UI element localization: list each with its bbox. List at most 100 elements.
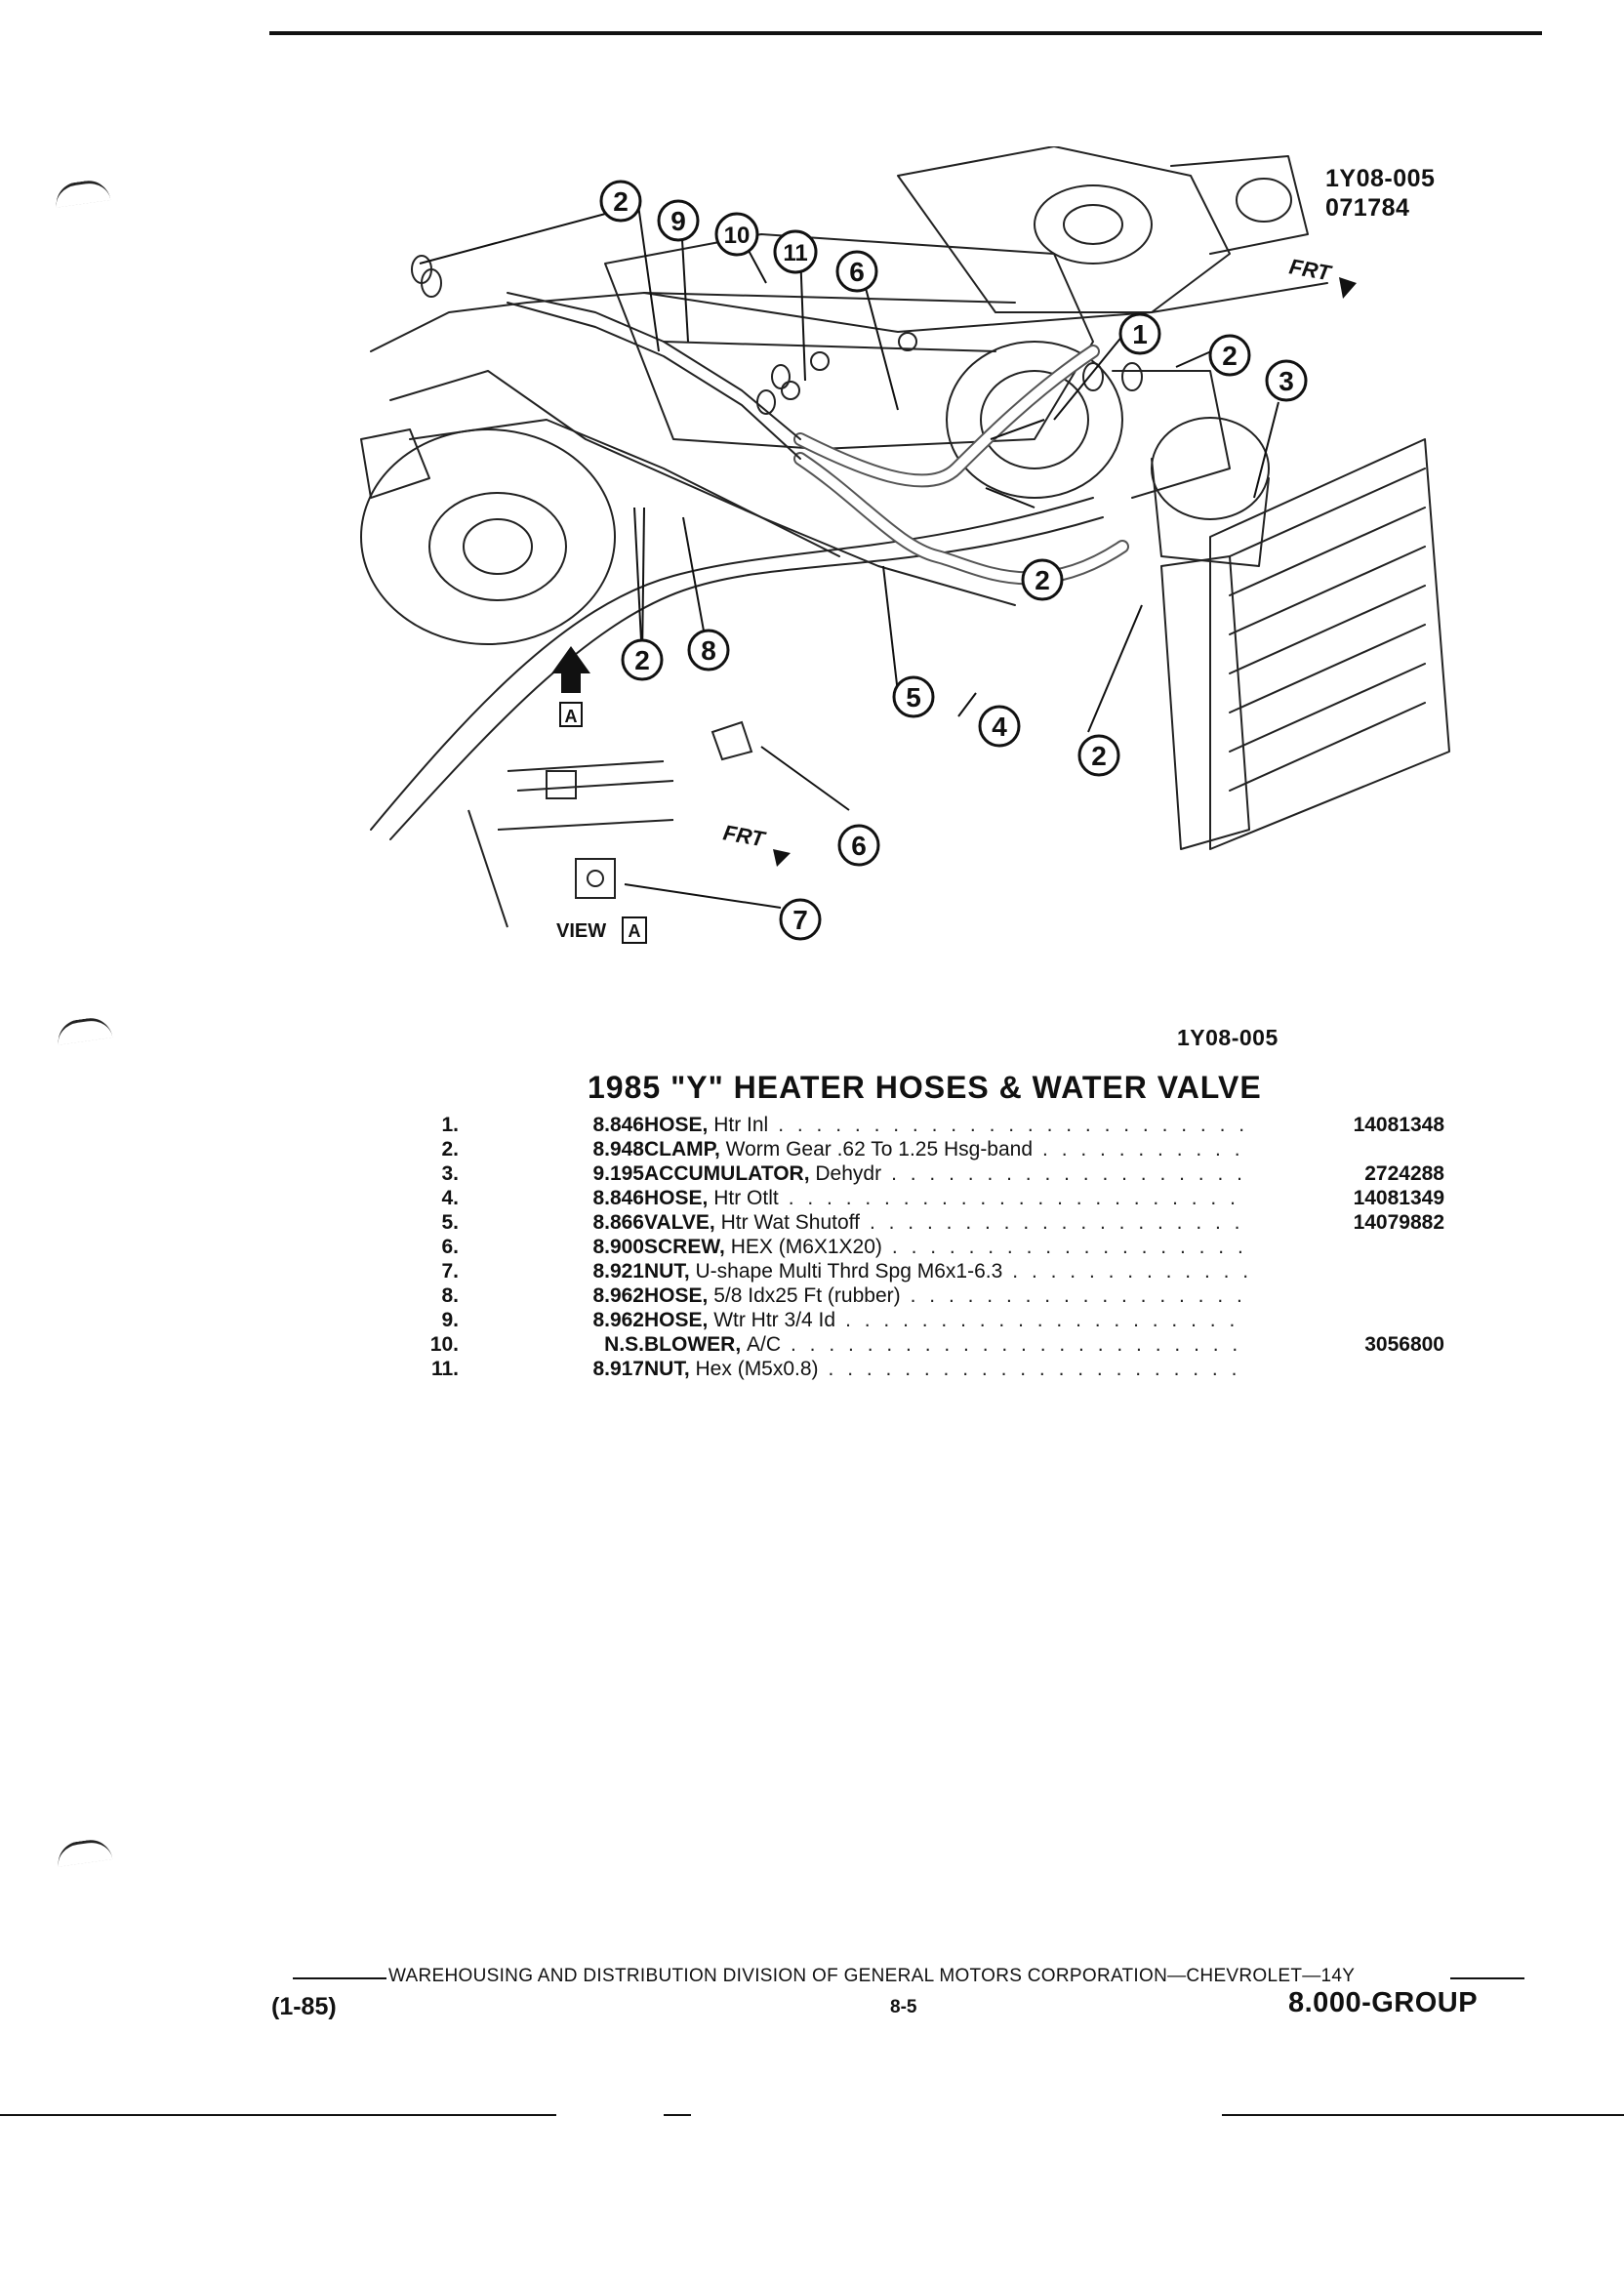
firewall-outline <box>370 282 1328 352</box>
punch-mark <box>55 1837 113 1867</box>
part-catalog-number: 2724288 <box>1364 1162 1444 1185</box>
part-detail: 5/8 Idx25 Ft (rubber) <box>713 1284 901 1307</box>
hose-clamp <box>1082 362 1104 391</box>
callout-2: 2 <box>1208 334 1251 377</box>
part-description: BLOWER, A/C . . . . . . . . . . . . . . .… <box>644 1332 1308 1357</box>
part-name: NUT, <box>644 1260 690 1282</box>
leader-dots: . . . . . . . . . . . . . . . . . . . . … <box>1012 1260 1249 1282</box>
part-code: 8.921 <box>592 1260 644 1282</box>
callout-5: 5 <box>892 675 935 718</box>
hose-clamp <box>1121 362 1143 391</box>
part-code: 8.962 <box>592 1284 644 1307</box>
hose-clamp <box>756 389 776 415</box>
front-arrow-icon <box>773 849 791 867</box>
part-detail: HEX (M6X1X20) <box>730 1236 882 1258</box>
blower-motor <box>360 428 616 645</box>
top-rule <box>269 31 1542 35</box>
svg-text:2: 2 <box>1091 741 1107 771</box>
part-description: NUT, U-shape Multi Thrd Spg M6x1-6.3. . … <box>644 1259 1308 1283</box>
inset-screw <box>710 720 753 761</box>
radiator <box>1209 438 1450 850</box>
part-code: N.S. <box>604 1333 644 1356</box>
part-number: 4. <box>441 1187 459 1209</box>
figure-caption-id: 1Y08-005 <box>1177 1025 1279 1050</box>
intake-manifold <box>897 146 1231 313</box>
callout-9: 9 <box>657 199 700 242</box>
part-number: 8. <box>441 1284 459 1307</box>
callout-6: 6 <box>835 250 878 293</box>
part-description: HOSE, Htr Otlt. . . . . . . . . . . . . … <box>644 1186 1308 1210</box>
callout-2: 2 <box>599 180 642 223</box>
part-detail: Dehydr <box>815 1162 882 1185</box>
figure-id: 1Y08-005 <box>1325 165 1436 192</box>
svg-text:1: 1 <box>1132 319 1148 349</box>
part-description: CLAMP, Worm Gear .62 To 1.25 Hsg-band. .… <box>644 1137 1308 1161</box>
page-number: 8-5 <box>890 1997 917 2017</box>
leader-dots: . . . . . . . . . . . . . . . . . . . . … <box>788 1187 1249 1209</box>
part-name: HOSE, <box>644 1309 709 1331</box>
part-catalog-number <box>1308 1137 1444 1161</box>
part-number: 5. <box>441 1211 459 1234</box>
part-name: BLOWER, <box>644 1333 742 1356</box>
part-number: 11. <box>430 1358 459 1380</box>
leader-dots: . . . . . . . . . . . . . . . . . . . . … <box>791 1333 1249 1356</box>
bottom-rule-left <box>0 2114 556 2116</box>
part-description: HOSE, Wtr Htr 3/4 Id. . . . . . . . . . … <box>644 1308 1308 1332</box>
part-catalog-number: 14081349 <box>1353 1187 1444 1209</box>
leader-dots: . . . . . . . . . . . . . . . . . . . . … <box>1042 1138 1249 1160</box>
svg-text:11: 11 <box>783 240 807 266</box>
part-catalog-number: 3056800 <box>1364 1333 1444 1356</box>
bottom-rule-right <box>1222 2114 1624 2116</box>
inset-u-nut <box>575 858 616 899</box>
leader-dots: . . . . . . . . . . . . . . . . . . . . … <box>778 1114 1249 1136</box>
svg-text:A: A <box>565 707 578 726</box>
part-name: CLAMP, <box>644 1138 720 1160</box>
firewall-lower <box>389 370 1016 606</box>
callout-3: 3 <box>1265 359 1308 402</box>
part-name: ACCUMULATOR, <box>644 1162 810 1185</box>
figure-date: 071784 <box>1325 194 1410 222</box>
parts-row: 10.N.S.BLOWER, A/C. . . . . . . . . . . … <box>381 1332 1444 1357</box>
part-number: 2. <box>441 1138 459 1160</box>
leader-dots: . . . . . . . . . . . . . . . . . . . . … <box>845 1309 1249 1331</box>
part-description: VALVE, Htr Wat Shutoff. . . . . . . . . … <box>644 1210 1308 1235</box>
svg-text:2: 2 <box>613 186 629 217</box>
bolt <box>781 381 800 400</box>
page-title: 1985 "Y" HEATER HOSES & WATER VALVE <box>588 1070 1262 1105</box>
front-direction-label-inset: FRT <box>721 820 768 851</box>
part-code: 8.866 <box>592 1211 644 1234</box>
callout-1: 1 <box>1118 312 1161 355</box>
callout-8: 8 <box>687 629 730 672</box>
callout-2: 2 <box>1077 734 1120 777</box>
bottom-rule-mid <box>664 2114 691 2116</box>
part-name: HOSE, <box>644 1114 709 1136</box>
callout-2: 2 <box>621 638 664 681</box>
front-direction-label-top: FRT <box>1287 254 1334 285</box>
figure-id-block: 1Y08-005 071784 <box>1325 164 1435 223</box>
part-description: ACCUMULATOR, Dehydr. . . . . . . . . . .… <box>644 1161 1308 1186</box>
part-catalog-number <box>1308 1308 1444 1332</box>
part-detail: Htr Wat Shutoff <box>720 1211 860 1234</box>
part-code: 8.948 <box>592 1138 644 1160</box>
part-code: 8.846 <box>592 1114 644 1136</box>
part-code: 8.846 <box>592 1187 644 1209</box>
svg-text:2: 2 <box>1035 565 1050 595</box>
callout-10: 10 <box>714 212 759 257</box>
inset-bracket <box>497 760 674 831</box>
part-name: HOSE, <box>644 1284 709 1307</box>
punch-mark <box>53 178 111 208</box>
svg-text:9: 9 <box>670 206 686 236</box>
part-detail: Htr Otlt <box>713 1187 779 1209</box>
footer-date-code: (1-85) <box>271 1993 337 2020</box>
ac-compressor <box>946 341 1123 499</box>
front-arrow-icon <box>1339 277 1357 299</box>
leader-dots: . . . . . . . . . . . . . . . . . . . . … <box>828 1358 1249 1380</box>
part-code: 8.917 <box>592 1358 644 1380</box>
part-name: NUT, <box>644 1358 690 1380</box>
part-detail: A/C <box>747 1333 782 1356</box>
leader-dots: . . . . . . . . . . . . . . . . . . . . … <box>869 1211 1249 1234</box>
